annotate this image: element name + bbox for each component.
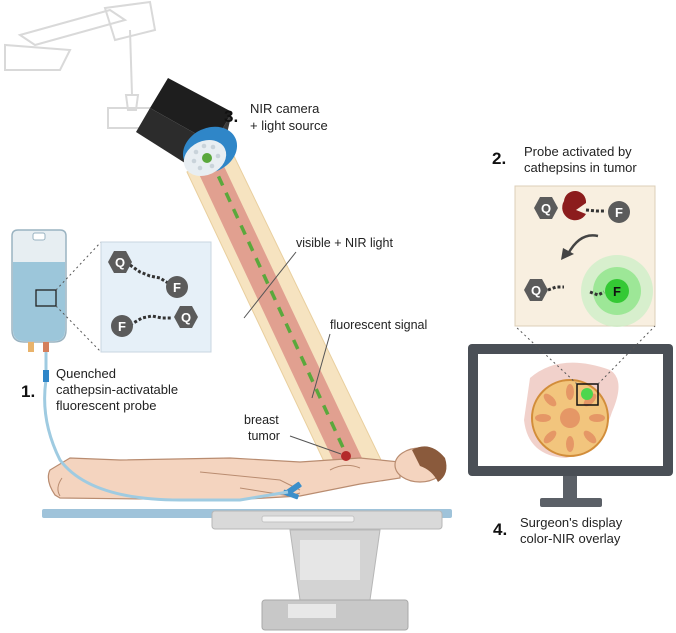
cathepsin-cleavage: Q F <box>534 190 630 223</box>
cleaved-quencher: Q <box>524 279 564 301</box>
step-1-line-2: cathepsin-activatable <box>56 382 178 397</box>
step-1-number: 1. <box>21 382 35 401</box>
quenched-probe-1: Q F <box>108 251 188 298</box>
step-2-number: 2. <box>492 149 506 168</box>
iv-drip-chamber <box>43 370 49 382</box>
step-3-line-1: NIR camera <box>250 101 320 116</box>
display-zoom-connector <box>514 325 656 385</box>
surgical-table <box>42 509 452 631</box>
leader-visible-nir <box>243 251 297 319</box>
quencher-label: Q <box>531 283 541 298</box>
fluorophore-label: F <box>118 319 126 334</box>
iv-bag <box>11 229 67 352</box>
breast-tumor-label-line-2: tumor <box>248 429 280 443</box>
visible-nir-light-label: visible + NIR light <box>296 236 393 250</box>
breast-tissue-image <box>524 362 619 458</box>
activation-arrowhead <box>561 248 574 260</box>
fluorophore-label: F <box>173 280 181 295</box>
step-3-line-2: + light source <box>250 118 328 133</box>
step-2-line-2: cathepsins in tumor <box>524 160 637 175</box>
breast-tumor-label-line-1: breast <box>244 413 279 427</box>
step-1-line-3: fluorescent probe <box>56 398 156 413</box>
step-2-line-1: Probe activated by <box>524 144 632 159</box>
step-1-line-1: Quenched <box>56 366 116 381</box>
step-4-caption: 4. Surgeon's display color-NIR overlay <box>493 515 623 546</box>
step-4-line-2: color-NIR overlay <box>520 531 621 546</box>
fluorophore-label: F <box>615 205 623 220</box>
fluorescent-signal-label: fluorescent signal <box>330 318 427 332</box>
patient <box>47 446 447 501</box>
surgical-light-arm <box>4 0 157 129</box>
quencher-label: Q <box>541 201 551 216</box>
step-3-number: 3. <box>224 107 238 126</box>
quenched-probe-2: F Q <box>111 306 198 337</box>
step-4-line-1: Surgeon's display <box>520 515 623 530</box>
quencher-label: Q <box>115 255 125 270</box>
step-3-caption: 3. NIR camera + light source <box>224 101 328 133</box>
probe-zoom-connector <box>55 241 102 353</box>
step-2-caption: 2. Probe activated by cathepsins in tumo… <box>492 144 637 175</box>
step-1-caption: 1. Quenched cathepsin-activatable fluore… <box>21 366 178 413</box>
leader-tumor <box>289 435 342 455</box>
iv-tube <box>43 352 289 502</box>
nir-camera <box>136 78 238 176</box>
step-4-number: 4. <box>493 520 507 539</box>
quencher-label: Q <box>181 310 191 325</box>
activated-fluorophore: F <box>581 255 653 327</box>
activation-arrow <box>566 234 599 255</box>
fluorophore-label: F <box>613 284 621 299</box>
leader-fluorescent-signal <box>311 333 331 399</box>
